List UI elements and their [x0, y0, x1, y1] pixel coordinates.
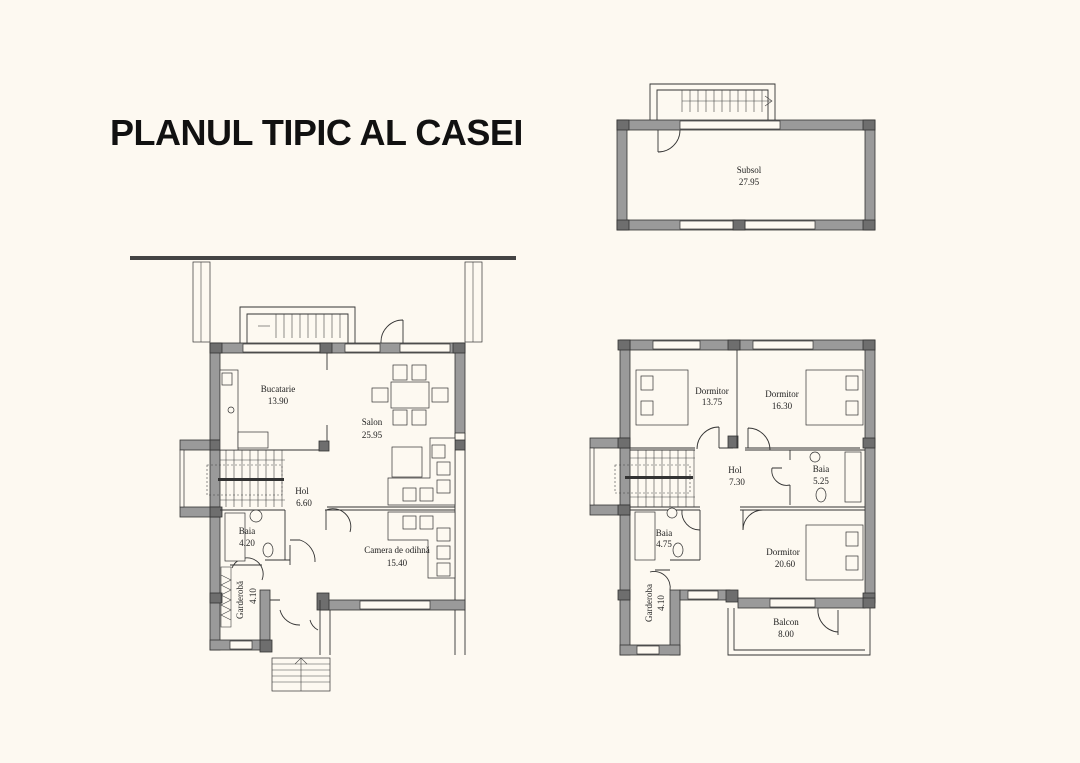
- room-area-subsol: 27.95: [739, 177, 760, 187]
- page-title: PLANUL TIPIC AL CASEI: [110, 112, 523, 153]
- room-area-baia: 4.20: [239, 538, 255, 548]
- bathroom-fixtures-upper: [634, 451, 862, 561]
- room-label-garderoba-ground: Garderobă: [235, 581, 245, 619]
- bed-dormitor-2: [805, 369, 864, 426]
- basement-plan: Subsol 27.95: [616, 83, 876, 231]
- room-label-dormitor-1: Dormitor: [695, 386, 729, 396]
- room-area-hol-upper: 7.30: [729, 477, 745, 487]
- room-label-dormitor-3: Dormitor: [766, 547, 800, 557]
- room-area-hol: 6.60: [296, 498, 312, 508]
- room-label-baia: Baia: [239, 526, 256, 536]
- room-label-baia-upper-1: Baia: [813, 464, 830, 474]
- dining-table: [371, 364, 449, 426]
- kitchen-counter: [219, 369, 269, 451]
- room-area-garderoba-ground: 4.10: [248, 588, 258, 604]
- bed-dormitor-3: [805, 524, 864, 581]
- room-area-baia-upper-2: 4.75: [656, 539, 672, 549]
- sofa-salon: [387, 437, 456, 506]
- room-area-dormitor-1: 13.75: [702, 397, 723, 407]
- room-area-baia-upper-1: 5.25: [813, 476, 829, 486]
- room-area-dormitor-2: 16.30: [772, 401, 793, 411]
- room-label-dormitor-2: Dormitor: [765, 389, 799, 399]
- basement-stairs: [649, 83, 776, 120]
- room-area-camera-de-odihna: 15.40: [387, 558, 408, 568]
- room-area-garderoba-upper: 4.10: [656, 595, 666, 611]
- room-label-salon: Salon: [362, 417, 383, 427]
- entry-stairs: [271, 657, 331, 692]
- upper-floor-plan: Dormitor 13.75 Dormitor 16.30 Hol 7.30 B…: [589, 339, 876, 656]
- room-label-garderoba-upper: Garderoba: [644, 584, 654, 622]
- canopy-beam: [130, 256, 516, 260]
- ground-back-stairs: [239, 306, 356, 343]
- room-label-hol: Hol: [295, 486, 309, 496]
- room-area-balcon: 8.00: [778, 629, 794, 639]
- wardrobe-rack: [220, 566, 232, 628]
- room-label-subsol: Subsol: [737, 165, 762, 175]
- room-area-bucatarie: 13.90: [268, 396, 289, 406]
- bed-dormitor-1: [635, 369, 689, 426]
- room-label-baia-upper-2: Baia: [656, 528, 673, 538]
- room-label-balcon: Balcon: [773, 617, 799, 627]
- room-area-dormitor-3: 20.60: [775, 559, 796, 569]
- room-label-bucatarie: Bucatarie: [261, 384, 295, 394]
- bathroom-fixtures-ground: [224, 509, 274, 562]
- room-label-camera-de-odihna: Camera de odihnă: [364, 545, 429, 555]
- ground-floor-plan: Bucatarie 13.90 Salon 25.95 Hol 6.60 Bai…: [130, 256, 516, 692]
- room-area-salon: 25.95: [362, 430, 383, 440]
- ground-stairs: [206, 450, 285, 507]
- sofa-odihna: [387, 511, 456, 579]
- upper-stairs: [614, 450, 695, 507]
- room-label-hol-upper: Hol: [728, 465, 742, 475]
